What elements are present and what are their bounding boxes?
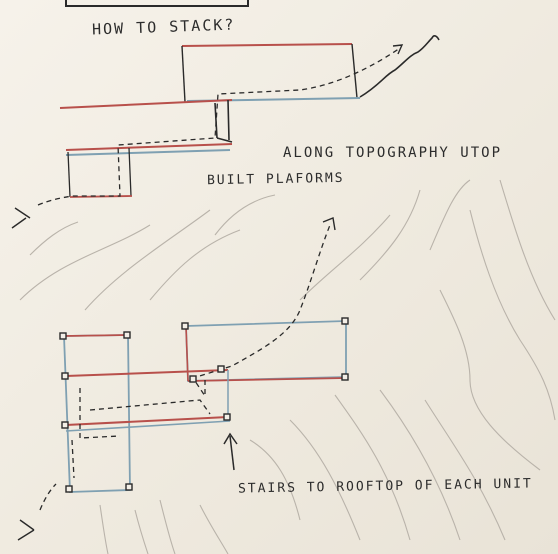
- lower-floor-line: [65, 149, 231, 156]
- section-sketch: [11, 35, 440, 229]
- upper-unit-left-wall: [181, 45, 186, 103]
- plan-sketch: [17, 217, 349, 541]
- left-platform-top-edge: [63, 334, 129, 337]
- right-platform-edge: [187, 377, 347, 382]
- cross-band-blue: [65, 420, 231, 432]
- cross-band-top: [65, 369, 229, 377]
- upper-roof-line: [181, 43, 353, 47]
- stairs-pointer: [229, 435, 235, 471]
- middle-level-line: [59, 99, 233, 109]
- plan-arrowhead: [322, 217, 336, 231]
- note-topography: Along topography utop: [283, 145, 503, 161]
- retaining-wall-cap: [216, 137, 233, 143]
- retaining-wall: [214, 99, 230, 141]
- contour-lines: [19, 179, 556, 554]
- top-remnant-box: [65, 0, 249, 7]
- plan-stair-path-dashed: [79, 224, 331, 439]
- stairs-pointer-head: [223, 432, 238, 445]
- upper-unit-right-wall: [351, 43, 358, 99]
- column-markers: [59, 317, 349, 493]
- right-platform-left-edge: [185, 325, 189, 382]
- lower-unit-right-wall: [128, 147, 132, 197]
- plan-entry-arrow: [17, 519, 35, 541]
- terrain-squiggle: [359, 35, 440, 98]
- right-platform: [185, 320, 347, 382]
- section-path-dashed: [37, 47, 401, 206]
- entry-arrow-left: [11, 207, 31, 229]
- lower-unit-left-wall: [67, 151, 71, 198]
- plan-entry-dashed: [39, 439, 75, 511]
- cross-band-bottom: [65, 416, 229, 426]
- section-arrowhead: [392, 44, 404, 55]
- note-platforms: built plaforms: [206, 170, 345, 189]
- lower-roof-line: [65, 143, 233, 151]
